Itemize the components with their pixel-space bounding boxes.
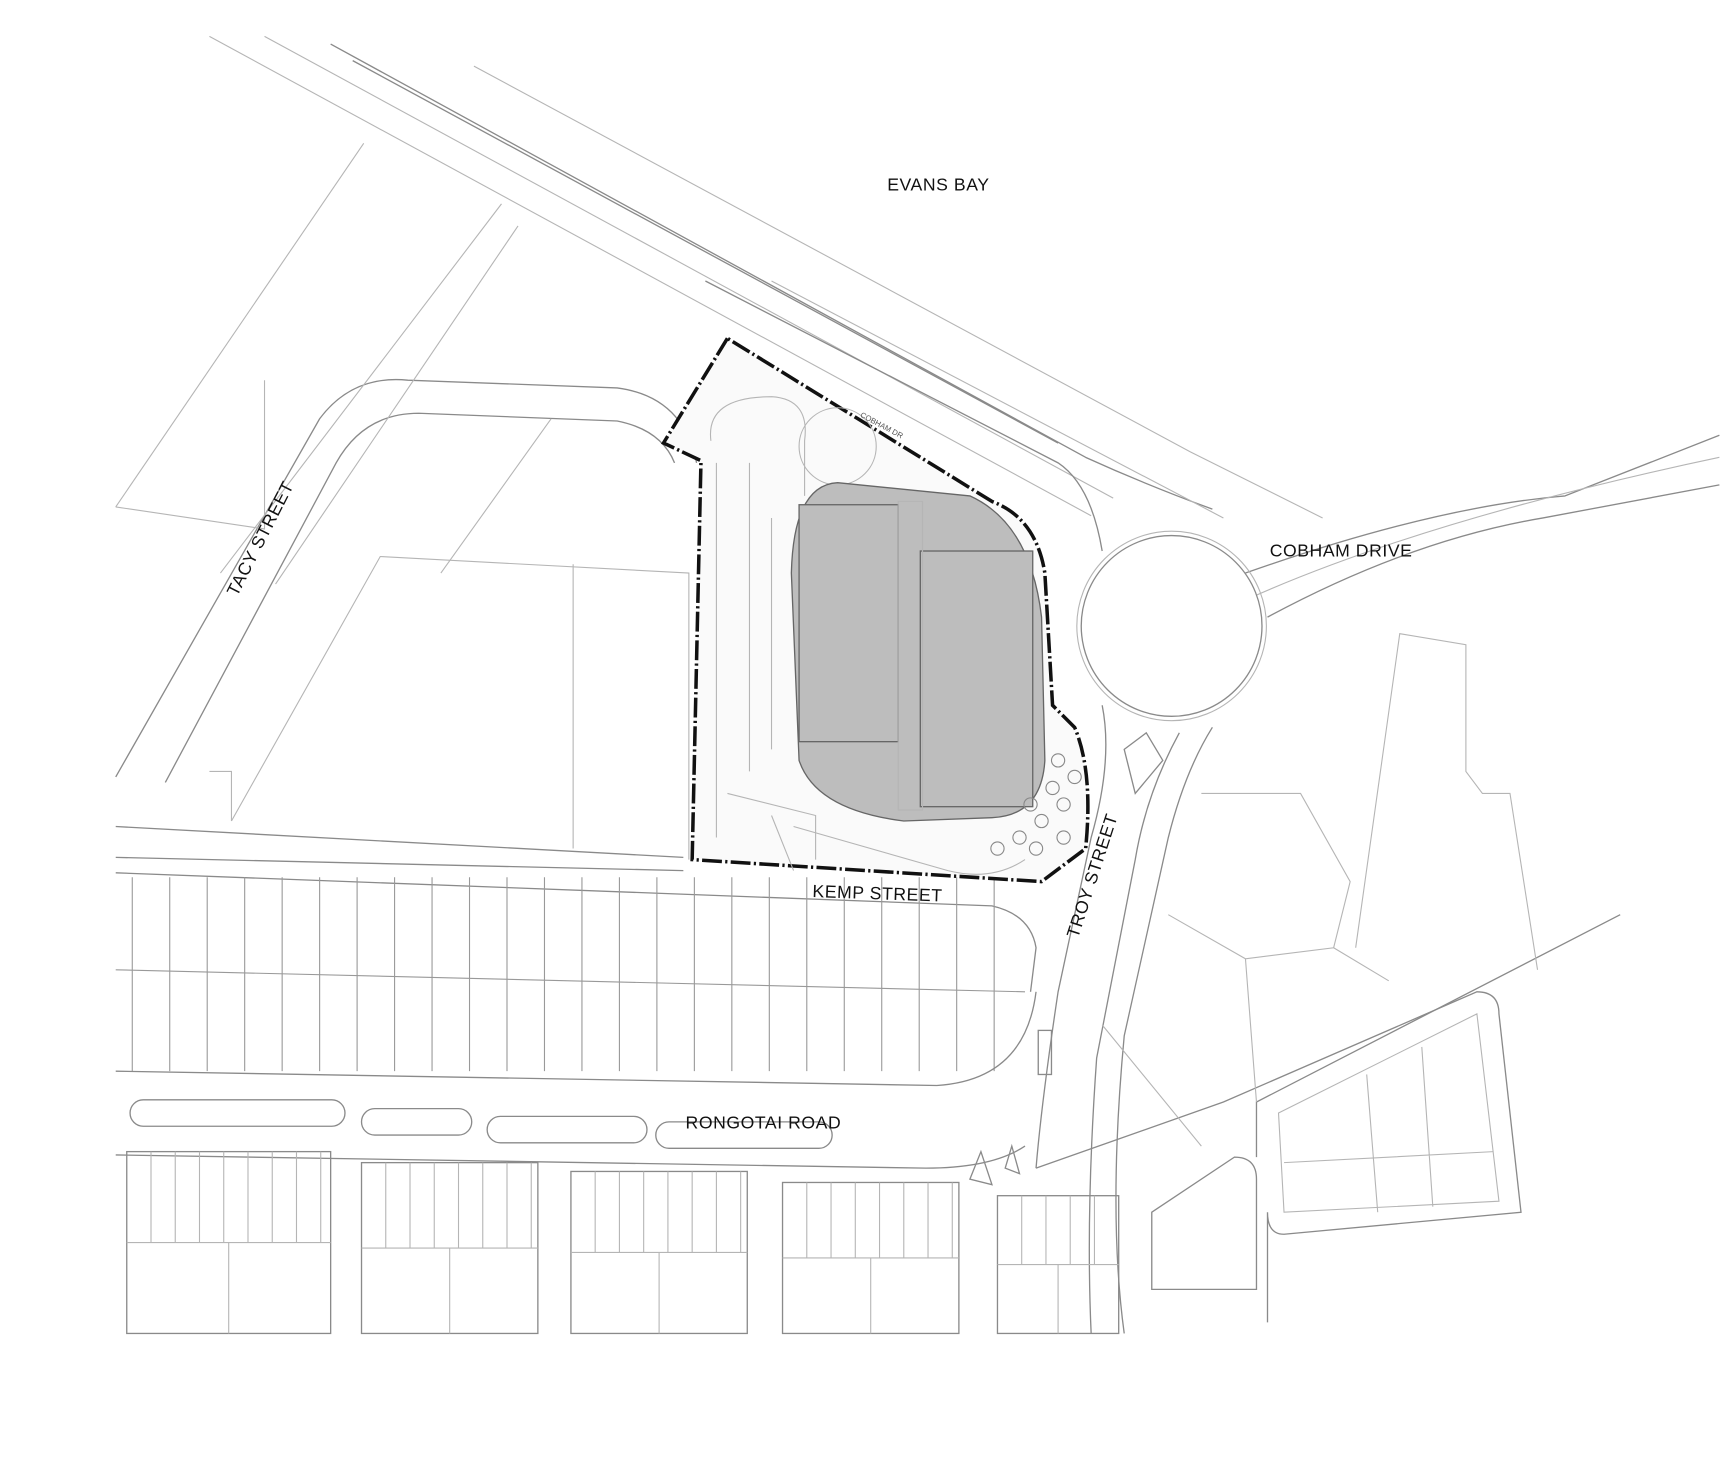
roundabout [1076,530,1267,795]
kemp-street-road [115,825,1037,992]
label-kemp-street: KEMP STREET [812,881,943,906]
lot-line [115,969,1026,993]
tree-icon [1023,797,1038,812]
cobham-drive-road [209,35,1720,618]
tree-icon [1028,841,1044,856]
rongotai-road [115,991,1053,1186]
tree-icon [1012,830,1027,845]
lots-kemp-rongotai [115,877,1026,1072]
stadium [790,482,1046,822]
tree-icon [1045,780,1060,796]
tree-icon [1056,797,1071,812]
southern-blocks [126,1150,1258,1335]
tree-icon [1050,753,1066,768]
tree-icon [990,841,1005,856]
label-tacy-street: TACY STREET [223,478,298,599]
east-parcels [1035,633,1621,1323]
label-evans-bay: EVANS BAY [887,175,989,195]
label-cobham-drive: COBHAM DRIVE [1270,541,1413,561]
tree-icon [1056,830,1071,845]
tree-icon [1034,813,1049,829]
parcel-line [440,418,552,574]
tree-icon [1067,769,1082,785]
trees [990,753,1082,856]
tacy-street-road [115,142,698,822]
label-rongotai-road: RONGOTAI ROAD [686,1112,842,1132]
parcel-west [230,555,690,860]
